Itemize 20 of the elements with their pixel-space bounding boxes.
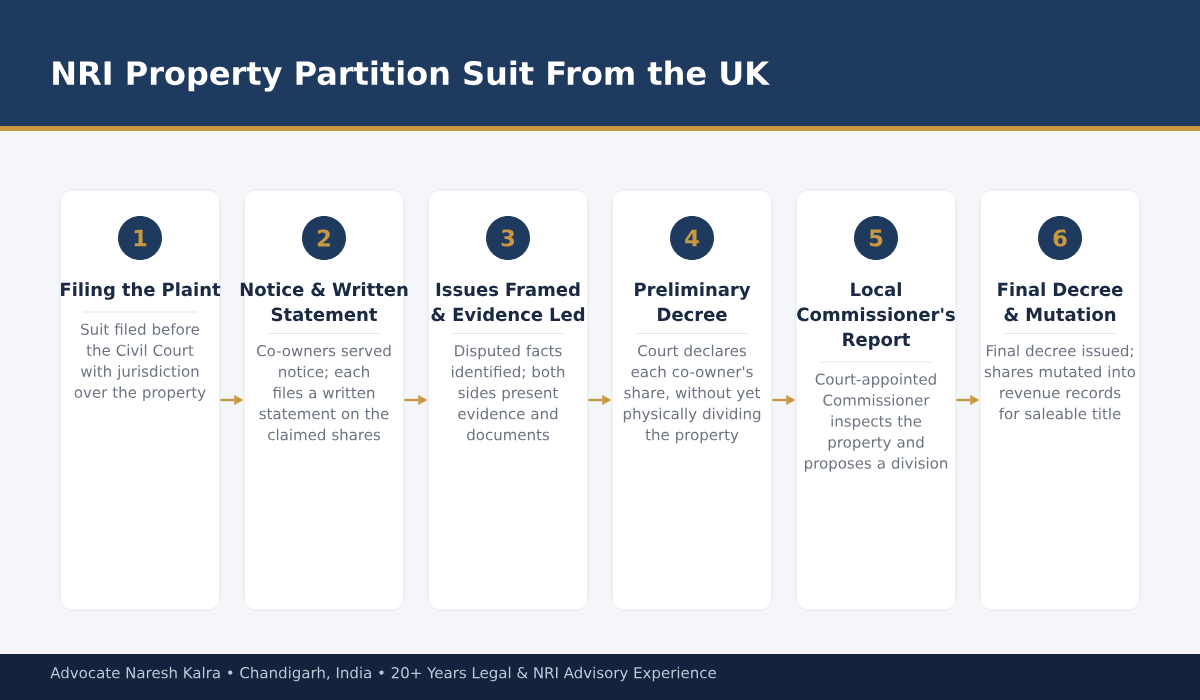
step-title: Issues Framed & Evidence Led <box>431 282 585 322</box>
page-title: NRI Property Partition Suit From the UK <box>53 60 770 92</box>
number-badge: 1 <box>118 216 162 260</box>
number-badge: 4 <box>670 216 714 260</box>
step-description: Court-appointed Commissioner inspects the property and proposes a division <box>805 373 948 472</box>
step-description: Court declares each co-owner's share, without yet physically dividing the property <box>623 344 761 444</box>
step-title: Final Decree & Mutation <box>998 282 1123 322</box>
step-description: Co-owners served notice; each files a written statement on the claimed shares <box>257 344 391 441</box>
step-description: Final decree issued; shares mutated into revenue records for saleable title <box>984 344 1136 420</box>
step-title: Notice & Written Statement <box>240 282 408 322</box>
step-title: Local Commissioner's Report <box>797 282 955 350</box>
step-description: Suit filed before the Civil Court with jurisdiction over the property <box>74 323 206 401</box>
number-badge: 2 <box>302 216 346 260</box>
number-badge: 3 <box>486 216 530 260</box>
step-description: Disputed facts identified; both sides present evidence and documents <box>452 344 565 441</box>
number-badge: 6 <box>1038 216 1082 260</box>
step-title: Preliminary Decree <box>635 282 751 322</box>
number-badge: 5 <box>854 216 898 260</box>
step-title: Filing the Plaint <box>61 282 221 300</box>
footer-text: Advocate Naresh Kalra • Chandigarh, India • 20+ Years Legal & NRI Advisory Experience <box>50 666 716 682</box>
